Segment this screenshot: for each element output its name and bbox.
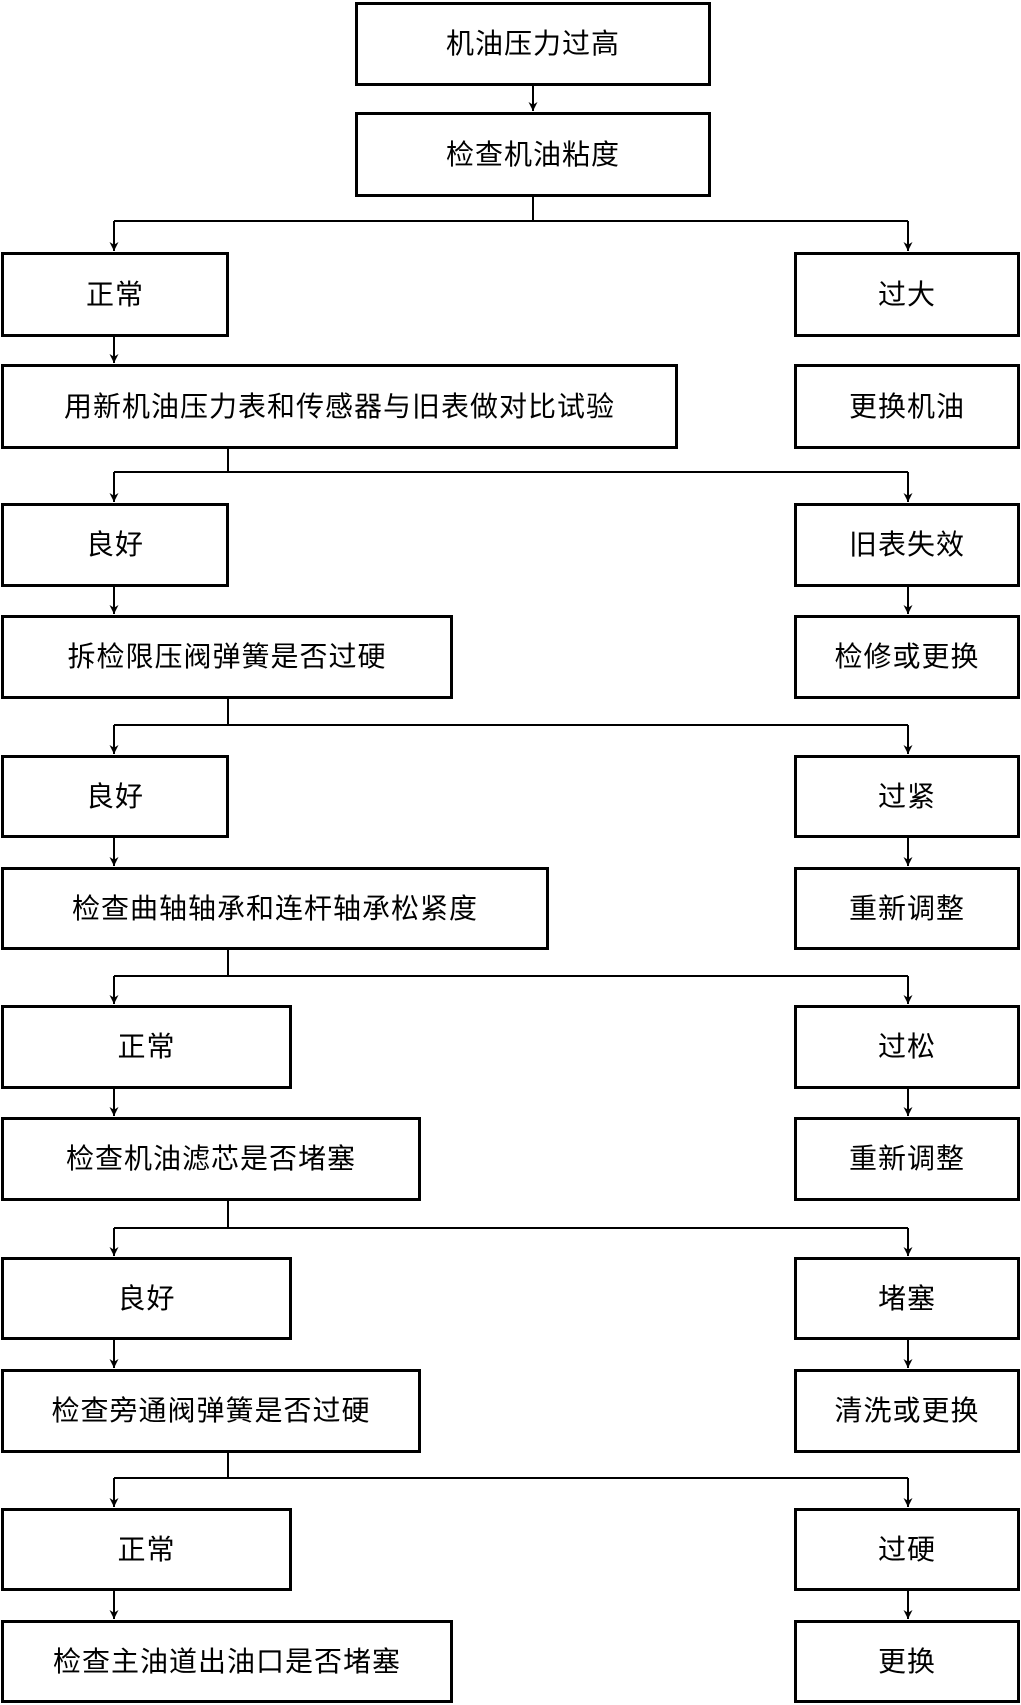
branch-check5 [114, 1201, 908, 1229]
spring-too-tight-box: 过紧 [794, 755, 1020, 838]
bypass-valve-spring-box: 检查旁通阀弹簧是否过硬 [1, 1369, 421, 1453]
viscosity-normal-box: 正常 [1, 252, 229, 337]
replace-oil-box: 更换机油 [794, 364, 1020, 449]
filter-clogged-box: 堵塞 [794, 1257, 1020, 1340]
branch-check1 [114, 197, 908, 222]
branch-check2 [114, 449, 908, 473]
problem-box: 机油压力过高 [355, 2, 711, 86]
bypass-normal-box: 正常 [1, 1508, 292, 1591]
spring-good-box: 良好 [1, 755, 229, 838]
relief-valve-spring-box: 拆检限压阀弹簧是否过硬 [1, 615, 453, 699]
bearing-clearance-box: 检查曲轴轴承和连杆轴承松紧度 [1, 867, 549, 950]
filter-good-box: 良好 [1, 1257, 292, 1340]
clean-or-replace-filter-box: 清洗或更换 [794, 1369, 1020, 1453]
bypass-too-hard-box: 过硬 [794, 1508, 1020, 1591]
bearing-loose-box: 过松 [794, 1005, 1020, 1089]
check-viscosity-box: 检查机油粘度 [355, 112, 711, 197]
main-gallery-outlet-box: 检查主油道出油口是否堵塞 [1, 1620, 453, 1703]
readjust-spring-box: 重新调整 [794, 867, 1020, 950]
branch-check4 [114, 950, 908, 977]
viscosity-high-box: 过大 [794, 252, 1020, 337]
gauge-good-box: 良好 [1, 503, 229, 587]
branch-check3 [114, 699, 908, 726]
gauge-comparison-box: 用新机油压力表和传感器与旧表做对比试验 [1, 364, 678, 449]
oil-filter-check-box: 检查机油滤芯是否堵塞 [1, 1117, 421, 1201]
branch-check6 [114, 1453, 908, 1479]
bearing-normal-box: 正常 [1, 1005, 292, 1089]
repair-or-replace-gauge-box: 检修或更换 [794, 615, 1020, 699]
replace-bypass-spring-box: 更换 [794, 1620, 1020, 1703]
readjust-bearing-box: 重新调整 [794, 1117, 1020, 1201]
gauge-failed-box: 旧表失效 [794, 503, 1020, 587]
